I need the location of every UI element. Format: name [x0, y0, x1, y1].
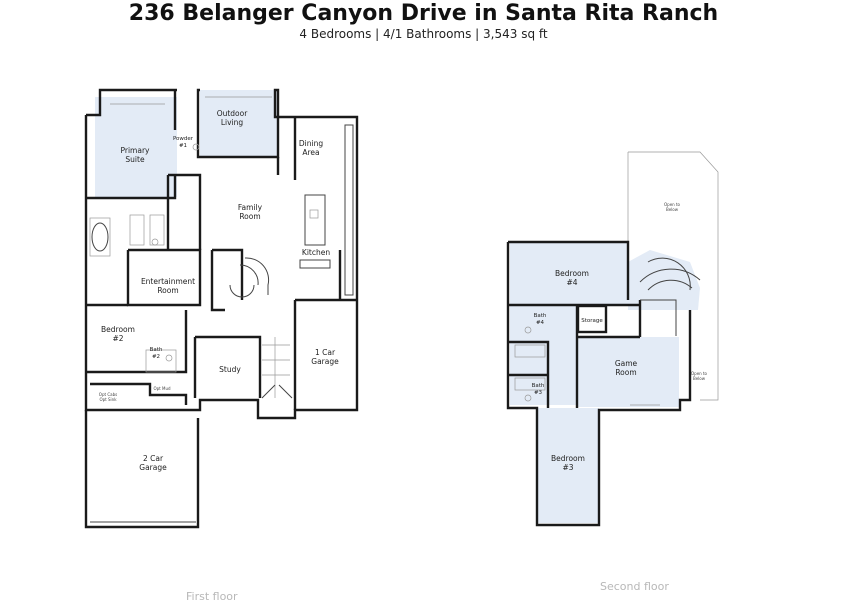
- bath2-label: Bath: [150, 347, 163, 353]
- bedroom3-fill: [537, 408, 599, 523]
- bath3-toilet-icon: [524, 394, 532, 402]
- bathtub-frame: [89, 217, 111, 257]
- closet-wall: [166, 173, 202, 250]
- game-room-fill: [577, 337, 679, 407]
- powder-label-2: #1: [179, 143, 187, 149]
- bathtub-icon: [91, 222, 109, 252]
- bath2-outline: [145, 349, 177, 373]
- dining-label-2: Area: [302, 148, 319, 157]
- page-title: 236 Belanger Canyon Drive in Santa Rita …: [128, 1, 719, 26]
- kitchen-wall: [276, 117, 342, 300]
- baths-fill: [510, 305, 577, 405]
- first-floor-plan: Primary Suite Powder #1 Outdoor Living D…: [84, 88, 359, 529]
- storage-wall: [576, 304, 608, 334]
- stair-landing: [229, 284, 255, 298]
- page-subtitle: 4 Bedrooms | 4/1 Bathrooms | 3,543 sq ft: [299, 27, 548, 41]
- family-room-label: Family: [238, 203, 263, 212]
- primary-suite-wall: [86, 90, 177, 200]
- outdoor-living-label: Outdoor: [217, 109, 249, 118]
- second-floor-caption: Second floor: [600, 580, 669, 593]
- bath4-label: Bath: [534, 313, 547, 319]
- bath2-toilet-icon: [165, 354, 173, 362]
- two-car-garage-wall: [84, 410, 200, 529]
- primary-suite-label: Primary: [121, 146, 151, 155]
- bath2-label-2: #2: [152, 354, 160, 360]
- bedroom2-wall: [86, 303, 188, 374]
- garage1-label-2: Garage: [311, 357, 339, 366]
- open-to-below-b-label: Open to: [691, 371, 708, 376]
- open-to-below-label: Open to: [664, 202, 681, 207]
- spiral-stair-curve: [647, 257, 691, 291]
- spiral-stair-upper-inner: [647, 279, 693, 291]
- family-room-label-2: Room: [239, 212, 260, 221]
- stair-rail: [640, 299, 677, 336]
- outdoor-living-label-2: Living: [221, 118, 244, 127]
- toilet-icon: [151, 238, 159, 246]
- primary-suite-label-2: Suite: [125, 155, 145, 164]
- bedroom2-label-2: #2: [112, 334, 123, 343]
- baths-walls: [508, 340, 550, 408]
- open-to-below-label-2: Below: [666, 207, 679, 212]
- open-to-below-b-label-2: Below: [693, 376, 706, 381]
- opt-cabs-label: Opt Cabs: [99, 392, 117, 397]
- bath3-label-2: #3: [534, 390, 543, 396]
- kitchen-island: [304, 194, 326, 246]
- bath3-label: Bath: [532, 383, 545, 389]
- landing-fill: [628, 250, 700, 310]
- garage1-label: 1 Car: [315, 348, 336, 357]
- second-floor-exterior-wall: [506, 240, 692, 527]
- spiral-stair: [244, 257, 270, 295]
- bedroom4-label: Bedroom: [555, 269, 589, 278]
- second-floor-plan: Bedroom #4 Bath #4 Storage Game Room Bat…: [506, 151, 719, 527]
- kitchen-label: Kitchen: [302, 248, 330, 257]
- open-to-below-outline: [627, 151, 719, 401]
- kitchen-counter: [344, 124, 354, 296]
- opt-mud-label: Opt Mud: [153, 386, 171, 391]
- entertainment-label: Entertainment: [141, 277, 195, 286]
- bedroom4-fill: [510, 243, 628, 305]
- spiral-stair-inner: [239, 264, 259, 286]
- spiral-stair-upper: [639, 268, 701, 283]
- entertainment-label-2: Room: [157, 286, 178, 295]
- entertainment-room-wall: [126, 248, 202, 307]
- study-label: Study: [219, 365, 241, 374]
- outdoor-living-fill: [200, 90, 278, 156]
- game-room-label-2: Room: [615, 368, 636, 377]
- bath4-toilet-icon: [524, 326, 532, 334]
- first-floor-exterior-wall: [84, 88, 359, 420]
- bedroom4-label-2: #4: [566, 278, 577, 287]
- sink-icon: [309, 209, 319, 219]
- bath4-label-2: #4: [536, 320, 545, 326]
- game-room-label: Game: [615, 359, 638, 368]
- closet-icon: [149, 214, 165, 246]
- bath4-vanity-icon: [514, 344, 546, 358]
- dining-label: Dining: [299, 139, 323, 148]
- bedroom3-label: Bedroom: [551, 454, 585, 463]
- opt-sink-label: Opt Sink: [99, 397, 117, 402]
- garage1-wall: [293, 298, 357, 410]
- entry-doors: [261, 384, 293, 399]
- bedroom2-label: Bedroom: [101, 325, 135, 334]
- storage-label: Storage: [581, 318, 603, 324]
- garage2-label-2: Garage: [139, 463, 167, 472]
- landing-wall: [626, 250, 642, 337]
- kitchen-counter-lower: [299, 259, 331, 269]
- study-wall: [193, 335, 262, 398]
- first-floor-caption: First floor: [186, 590, 238, 603]
- mud-wall: [90, 382, 188, 405]
- powder-toilet-icon: [192, 143, 200, 151]
- powder-label: Powder: [173, 136, 194, 142]
- stair-wall: [210, 248, 244, 312]
- bedroom3-label-2: #3: [562, 463, 573, 472]
- bath3-tub-icon: [514, 377, 546, 391]
- shower-icon: [129, 214, 145, 246]
- primary-suite-fill: [95, 97, 177, 197]
- garage2-label: 2 Car: [143, 454, 164, 463]
